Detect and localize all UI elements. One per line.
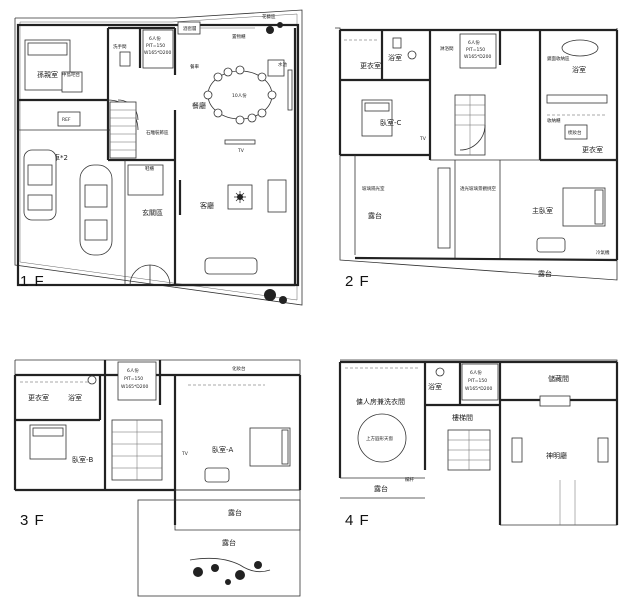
f1-elevator-size: W165*D200 [144, 50, 171, 56]
f1-elevator-label: 6人份 [149, 35, 161, 42]
f2-terrace-label: 露台 [368, 211, 382, 220]
f2-stair [454, 94, 486, 156]
f1-foyer-label: 玄關區 [142, 208, 163, 217]
f1-planter-label: 花藝區 [262, 13, 276, 20]
f2-ac-label: 冷氣機 [596, 249, 610, 256]
f1-server-label: 餐車 [190, 63, 199, 70]
f2-mirror-label: 鏡面收納區 [547, 55, 570, 62]
f4-bath-label: 浴室 [428, 382, 442, 391]
f4-rail-label: 欄杆 [405, 476, 414, 483]
f1-living-label: 客廳 [200, 201, 214, 210]
f1-spiral-stair [107, 99, 139, 159]
f1-dining-label: 餐廳 [192, 101, 206, 110]
f2-closet-label: 更衣室 [360, 61, 381, 70]
f4-shrine-label: 神明廳 [546, 451, 567, 460]
f2-elevator-label: 6人份 [468, 39, 480, 46]
f3-bath-label: 浴室 [68, 393, 82, 402]
f2-elevator-pit: PIT=150 [466, 47, 485, 53]
dining-chairs [203, 65, 277, 125]
f4-storage-label: 儲藏間 [548, 374, 569, 383]
f1-guest-room-label: 孫親室 [37, 70, 58, 79]
f2-terrace2-label: 露台 [538, 269, 552, 278]
f2-void-label: 透光玻璃景觀挑空 [460, 185, 496, 192]
f3-terrace2-label: 露台 [222, 538, 236, 547]
f1-garage-label: 停車*2 [46, 153, 68, 162]
f1-cabinet-label: 置物櫃 [232, 33, 246, 40]
f2-master-bath-label: 浴室 [572, 65, 586, 74]
f4-stair [447, 429, 491, 471]
f3-bedroom-b-label: 臥室-B [72, 455, 94, 464]
floor-label-2f: 2 F [345, 273, 370, 290]
f2-glass-label: 玻璃隔光室 [362, 185, 385, 192]
f2-storage-label: 收納櫃 [547, 117, 561, 124]
f1-water-label: 水池 [278, 61, 287, 68]
f1-tea-bar-label: 中島吧台 [62, 71, 80, 78]
f4-stair-label: 樓梯間 [452, 413, 473, 422]
f2-elevator-size: W165*D200 [464, 54, 491, 60]
f3-stair [111, 419, 163, 481]
f1-wine-label: 酒窖層 [183, 25, 197, 32]
floor-label-3f: 3 F [20, 512, 45, 529]
f1-stone-label: 石雕裝飾區 [146, 129, 169, 136]
floor-label-4f: 4 F [345, 512, 370, 529]
f3-bedroom-a-label: 臥室-A [212, 445, 234, 454]
f4-elevator-pit: PIT=150 [468, 378, 487, 384]
f4-terrace-label: 露台 [374, 484, 388, 493]
f3-makeup-label: 化妝台 [232, 365, 246, 372]
f3-tv-label: TV [181, 451, 189, 457]
plan-1f: 孫親室 中島吧台 洗手間 6人份 PIT=150 W165*D200 酒窖層 置… [14, 9, 303, 306]
f1-fridge-label: REF [62, 117, 71, 123]
plan-2f: 更衣室 浴室 6人份 PIT=150 W165*D200 淋浴間 臥室-C TV… [335, 27, 619, 290]
f3-garden-icon [193, 561, 262, 585]
f2-bedroom-c-label: 臥室-C [380, 118, 402, 127]
f4-skylight-label: 上方圓形天窗 [366, 435, 393, 442]
f1-plant-icon [264, 22, 287, 304]
f2-shower-label: 淋浴間 [440, 45, 454, 52]
f1-table-label: 10人份 [232, 92, 247, 99]
f3-elevator-size: W165*D200 [121, 384, 148, 390]
f2-master-closet-label: 更衣室 [582, 145, 603, 154]
f2-dressing-label: 梳妝台 [568, 129, 582, 136]
f3-terrace-label: 露台 [228, 508, 242, 517]
f1-shoe-label: 鞋櫃 [145, 165, 154, 172]
f4-elevator-label: 6人份 [470, 369, 482, 376]
f4-laundry-label: 傭人房兼洗衣間 [356, 397, 405, 406]
plan-3f: 露台 露台 更衣室 浴室 6人份 PIT=150 W165*D200 [13, 359, 302, 597]
f1-tv-label: TV [237, 148, 245, 154]
plan-4f: 傭人房兼洗衣間 上方圓形天窗 浴室 6人份 PIT=150 W165*D200 … [338, 359, 619, 529]
f2-tv-label: TV [419, 136, 427, 142]
f1-toilet-label: 洗手間 [113, 43, 127, 50]
f3-elevator-label: 6人份 [127, 367, 139, 374]
floor-label-1f: 1 F [20, 273, 45, 290]
f2-master-label: 主臥室 [532, 206, 553, 215]
f3-closet-label: 更衣室 [28, 393, 49, 402]
f2-bath-label: 浴室 [388, 53, 402, 62]
f4-elevator-size: W165*D200 [465, 386, 492, 392]
f3-elevator-pit: PIT=150 [124, 376, 143, 382]
f1-elevator-pit: PIT=150 [146, 43, 165, 49]
